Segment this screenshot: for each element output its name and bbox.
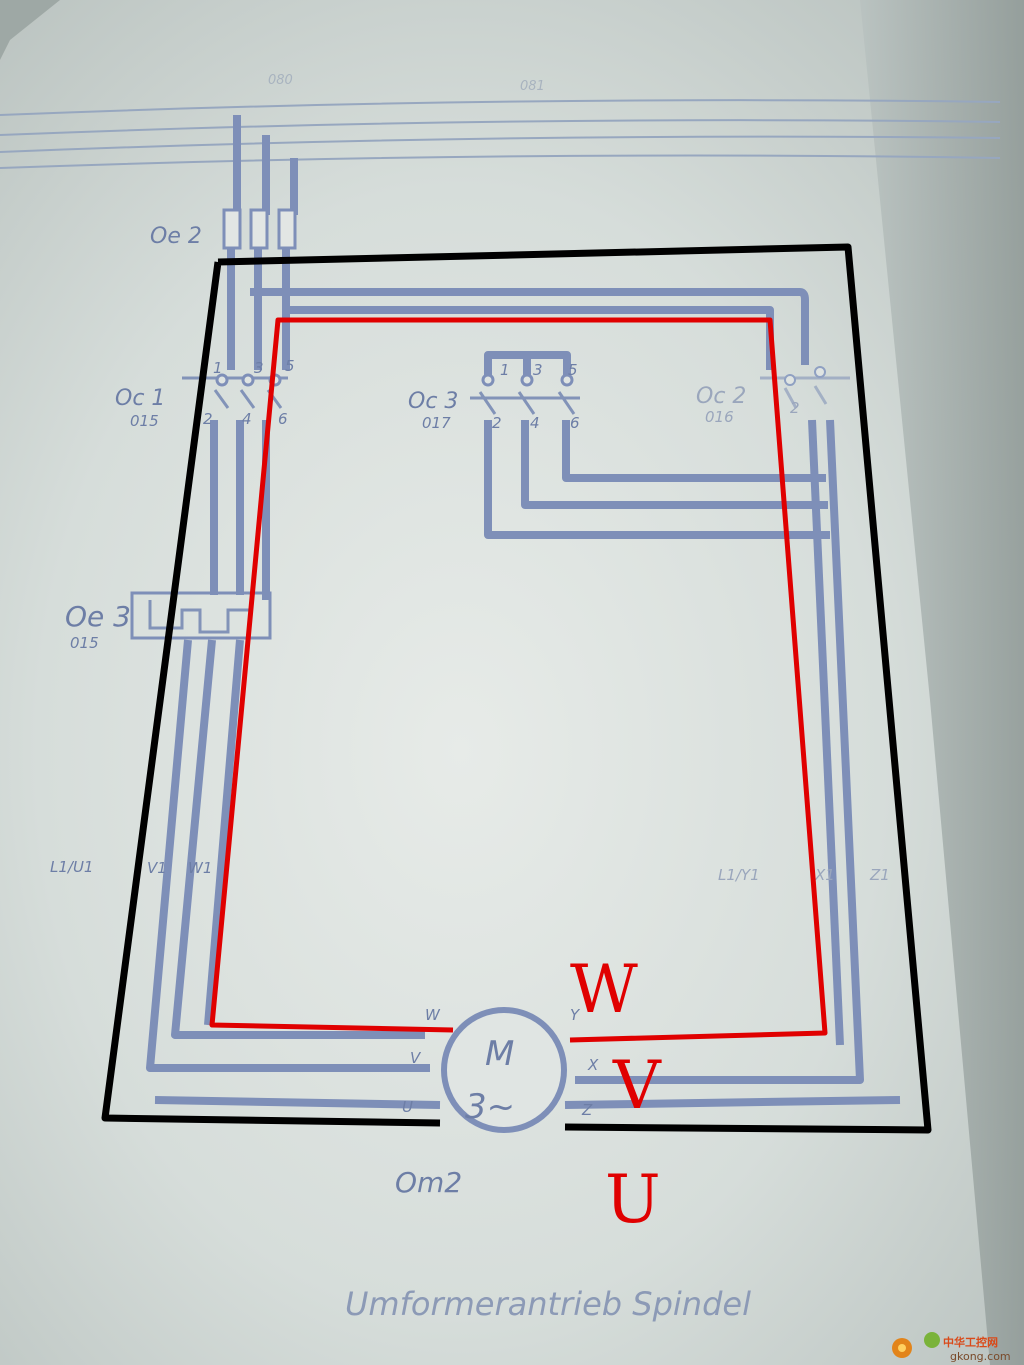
watermark-url: gkong.com (950, 1350, 1011, 1363)
oc1-terminal-2: 2 (203, 410, 213, 428)
fuse-oe2 (222, 208, 297, 250)
terminal-left-2: V1 (147, 859, 167, 877)
oc3-terminal-1: 1 (500, 361, 510, 379)
overload-oe3 (130, 591, 272, 640)
phase-label-v: V (612, 1047, 662, 1124)
watermark-logo: 中华工控网 gkong.com (892, 1332, 1011, 1363)
motor-pin-v: V (410, 1049, 422, 1067)
oc3-terminal-3: 3 (533, 361, 543, 379)
red-annotation-outline (209, 317, 828, 1043)
terminal-left-1: L1/U1 (50, 858, 93, 876)
oc2-ref: 016 (705, 408, 734, 426)
oe3-ref: 015 (70, 634, 99, 652)
sheet-number-2: 081 (520, 79, 545, 94)
oc3-terminal-4: 4 (530, 414, 540, 432)
oc1-terminal-6: 6 (278, 410, 288, 428)
watermark-title: 中华工控网 (943, 1335, 998, 1349)
motor-pin-w: W (425, 1006, 441, 1024)
terminal-right-3: Z1 (869, 866, 890, 884)
oc3-terminal-5: 5 (568, 361, 578, 379)
motor-pin-u: U (402, 1098, 413, 1116)
bus-lines (0, 99, 1001, 169)
black-annotation-outline (101, 243, 932, 1134)
phase-label-u: U (605, 1161, 661, 1238)
oc3-terminal-2: 2 (492, 414, 502, 432)
oc2-label: Oc 2 (696, 384, 746, 409)
oc1-terminal-1: 1 (213, 359, 223, 377)
motor-pin-z: Z (581, 1101, 593, 1119)
motor-pin-y: Y (570, 1006, 581, 1024)
oc3-label: Oc 3 (408, 389, 458, 414)
motor-om2 (441, 1007, 567, 1133)
motor-label-3phase: 3~ (465, 1087, 515, 1127)
motor-label-m: M (485, 1034, 514, 1074)
contactor-oc3 (470, 373, 580, 415)
oc1-ref: 015 (130, 412, 159, 430)
sheet-number-1: 080 (268, 73, 293, 88)
oc3-ref: 017 (422, 414, 451, 432)
oc1-terminal-3: 3 (254, 359, 264, 377)
phase-label-w: W (570, 951, 638, 1028)
oe3-label: Oe 3 (65, 600, 131, 633)
motor-name: Om2 (395, 1166, 462, 1199)
oc3-terminal-6: 6 (570, 414, 580, 432)
oc1-terminal-5: 5 (285, 357, 295, 375)
gear-icon-small (924, 1332, 940, 1348)
terminal-right-2: X1 (814, 866, 835, 884)
caption: Umformerantrieb Spindel (345, 1285, 751, 1323)
terminal-right-1: L1/Y1 (718, 866, 760, 884)
fuse-oe2-label: Oe 2 (150, 224, 202, 249)
oc2-terminal-2: 2 (790, 399, 800, 417)
oc1-label: Oc 1 (115, 386, 165, 411)
page-corner (0, 0, 60, 60)
oc1-terminal-4: 4 (242, 410, 252, 428)
terminal-left-3: W1 (188, 859, 212, 877)
right-page-edge (860, 0, 1024, 1365)
motor-pin-x: X (587, 1056, 599, 1074)
